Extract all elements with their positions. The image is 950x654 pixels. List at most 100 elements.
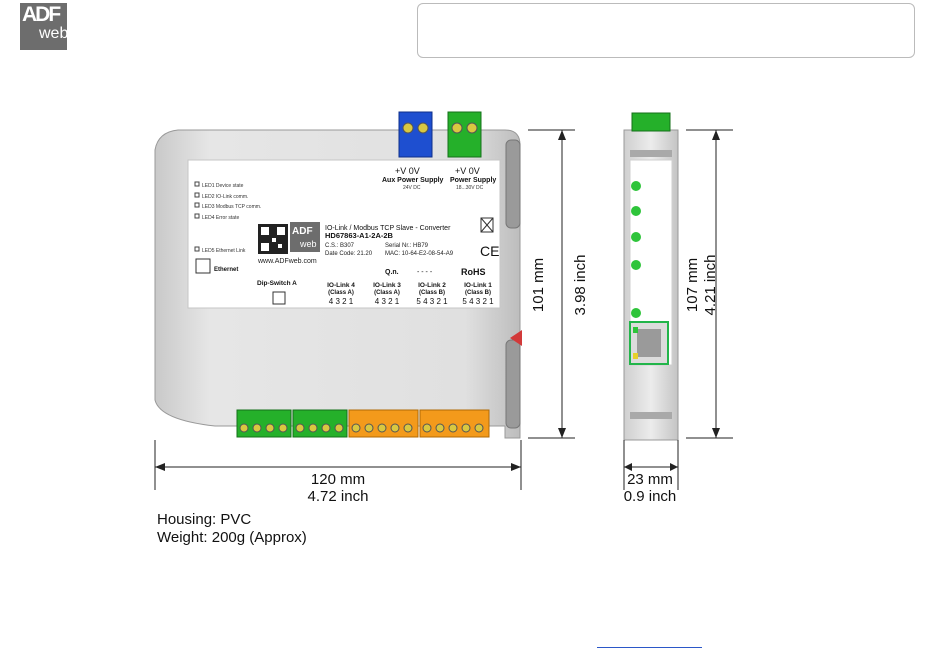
front-height-in-label: 3.98 inch xyxy=(572,255,589,316)
terminal-screw xyxy=(377,423,387,433)
header-box xyxy=(417,3,915,58)
side-rail-top xyxy=(630,150,672,157)
terminal-screw xyxy=(334,423,344,433)
io-link-3-name: IO-Link 3 xyxy=(373,282,401,289)
io-link-4-cls: (Class A) xyxy=(328,290,354,296)
aux-screw-2 xyxy=(417,122,429,134)
footer-link-underline[interactable] xyxy=(597,647,702,648)
aux-screw-1 xyxy=(402,122,414,134)
rohs-mark: RoHS xyxy=(461,267,486,277)
power-label: Power Supply xyxy=(450,177,496,184)
svg-text:web: web xyxy=(299,239,317,249)
terminal-screw xyxy=(448,423,458,433)
aux-pins-label: +V 0V xyxy=(395,166,420,176)
io-link-4-terminal xyxy=(236,409,292,438)
terminal-screw xyxy=(351,423,361,433)
io-link-2-terminal xyxy=(348,409,419,438)
led-indicator-5 xyxy=(194,246,200,252)
logo-text-adf: ADF xyxy=(22,3,61,26)
rail-slot-bottom xyxy=(505,339,521,429)
terminal-screw xyxy=(321,423,331,433)
terminal-screw xyxy=(265,423,275,433)
weight-spec: Weight: 200g (Approx) xyxy=(157,529,307,546)
io-link-1-name: IO-Link 1 xyxy=(464,282,492,289)
terminal-screw xyxy=(278,423,288,433)
aux-power-label: Aux Power Supply xyxy=(382,177,444,184)
side-led-2 xyxy=(631,206,641,216)
bottom-terminal-screws xyxy=(239,423,484,433)
led-indicator-4 xyxy=(194,213,200,219)
depth-mm-label: 23 mm xyxy=(627,471,673,488)
side-height-in-label: 4.21 inch xyxy=(702,255,719,316)
device-model: HD67863-A1-2A-2B xyxy=(325,231,394,240)
rail-slot-top xyxy=(505,139,521,229)
terminal-screw xyxy=(422,423,432,433)
ethernet-label: Ethernet xyxy=(214,267,238,273)
io-link-2-name: IO-Link 2 xyxy=(418,282,446,289)
led-label-3: LED3 Modbus TCP comm. xyxy=(202,204,261,210)
device-serial: Serial Nr.: HB79 xyxy=(385,243,429,249)
terminal-screw xyxy=(390,423,400,433)
power-terminal xyxy=(447,111,482,158)
terminal-screw xyxy=(474,423,484,433)
logo-text-web: web xyxy=(39,25,69,42)
side-led-4 xyxy=(631,260,641,270)
weee-icon xyxy=(480,217,494,233)
front-height-mm-label: 101 mm xyxy=(530,258,547,312)
device-website: www.ADFweb.com xyxy=(257,258,317,265)
width-in-label: 4.72 inch xyxy=(308,488,369,505)
side-height-mm-label: 107 mm xyxy=(684,258,701,312)
housing-spec: Housing: PVC xyxy=(157,511,252,528)
terminal-screw xyxy=(295,423,305,433)
io-link-3-pins: 4 3 2 1 xyxy=(375,297,400,306)
device-date-code: Date Code: 21.20 xyxy=(325,251,373,257)
led-label-5: LED5 Ethernet Link xyxy=(202,248,246,254)
device-title: IO-Link / Modbus TCP Slave - Converter xyxy=(325,225,451,232)
svg-text:ADF: ADF xyxy=(292,226,313,237)
io-link-2-cls: (Class B) xyxy=(419,290,445,296)
terminal-screw xyxy=(461,423,471,433)
power-screw-1 xyxy=(451,122,463,134)
power-screw-2 xyxy=(466,122,478,134)
dimension-arrows xyxy=(155,130,720,471)
label-logo xyxy=(290,222,320,252)
io-link-3-cls: (Class A) xyxy=(374,290,400,296)
power-pins-label: +V 0V xyxy=(455,166,480,176)
width-mm-label: 120 mm xyxy=(311,471,365,488)
aux-volt-label: 24V DC xyxy=(403,185,421,191)
qn-value: - - - - xyxy=(417,269,433,276)
front-label-panel xyxy=(187,159,501,309)
side-led-1 xyxy=(631,181,641,191)
dip-switch-icon xyxy=(272,291,286,305)
io-link-4-name: IO-Link 4 xyxy=(327,282,355,289)
terminal-screw xyxy=(364,423,374,433)
qn-label: Q.n. xyxy=(385,269,399,276)
ce-mark: CE xyxy=(480,243,499,259)
dip-switch-label: Dip-Switch A xyxy=(257,280,297,287)
side-led-5 xyxy=(631,308,641,318)
terminal-screw xyxy=(435,423,445,433)
red-release-tab xyxy=(510,330,522,346)
device-cs: C.S.: B307 xyxy=(325,243,355,249)
io-link-1-cls: (Class B) xyxy=(465,290,491,296)
led-label-1: LED1 Device state xyxy=(202,183,244,189)
side-rail-bottom xyxy=(630,412,672,419)
io-link-1-pins: 5 4 3 2 1 xyxy=(462,297,494,306)
ethernet-port-icon xyxy=(195,258,211,274)
led-indicator-2 xyxy=(194,192,200,198)
io-link-1-terminal xyxy=(419,409,490,438)
side-top-terminal xyxy=(631,112,671,132)
adfweb-logo: ADF web xyxy=(20,3,69,50)
terminal-screw xyxy=(308,423,318,433)
terminal-screw xyxy=(252,423,262,433)
io-link-4-pins: 4 3 2 1 xyxy=(329,297,354,306)
io-link-2-pins: 5 4 3 2 1 xyxy=(416,297,448,306)
device-mac: MAC: 10-64-E2-08-54-A9 xyxy=(385,251,454,257)
side-led-3 xyxy=(631,232,641,242)
led-label-4: LED4 Error state xyxy=(202,215,239,221)
side-view xyxy=(623,112,679,441)
power-volt-label: 18...30V DC xyxy=(456,185,484,191)
terminal-screw xyxy=(239,423,249,433)
front-view: ADF web xyxy=(154,111,522,439)
